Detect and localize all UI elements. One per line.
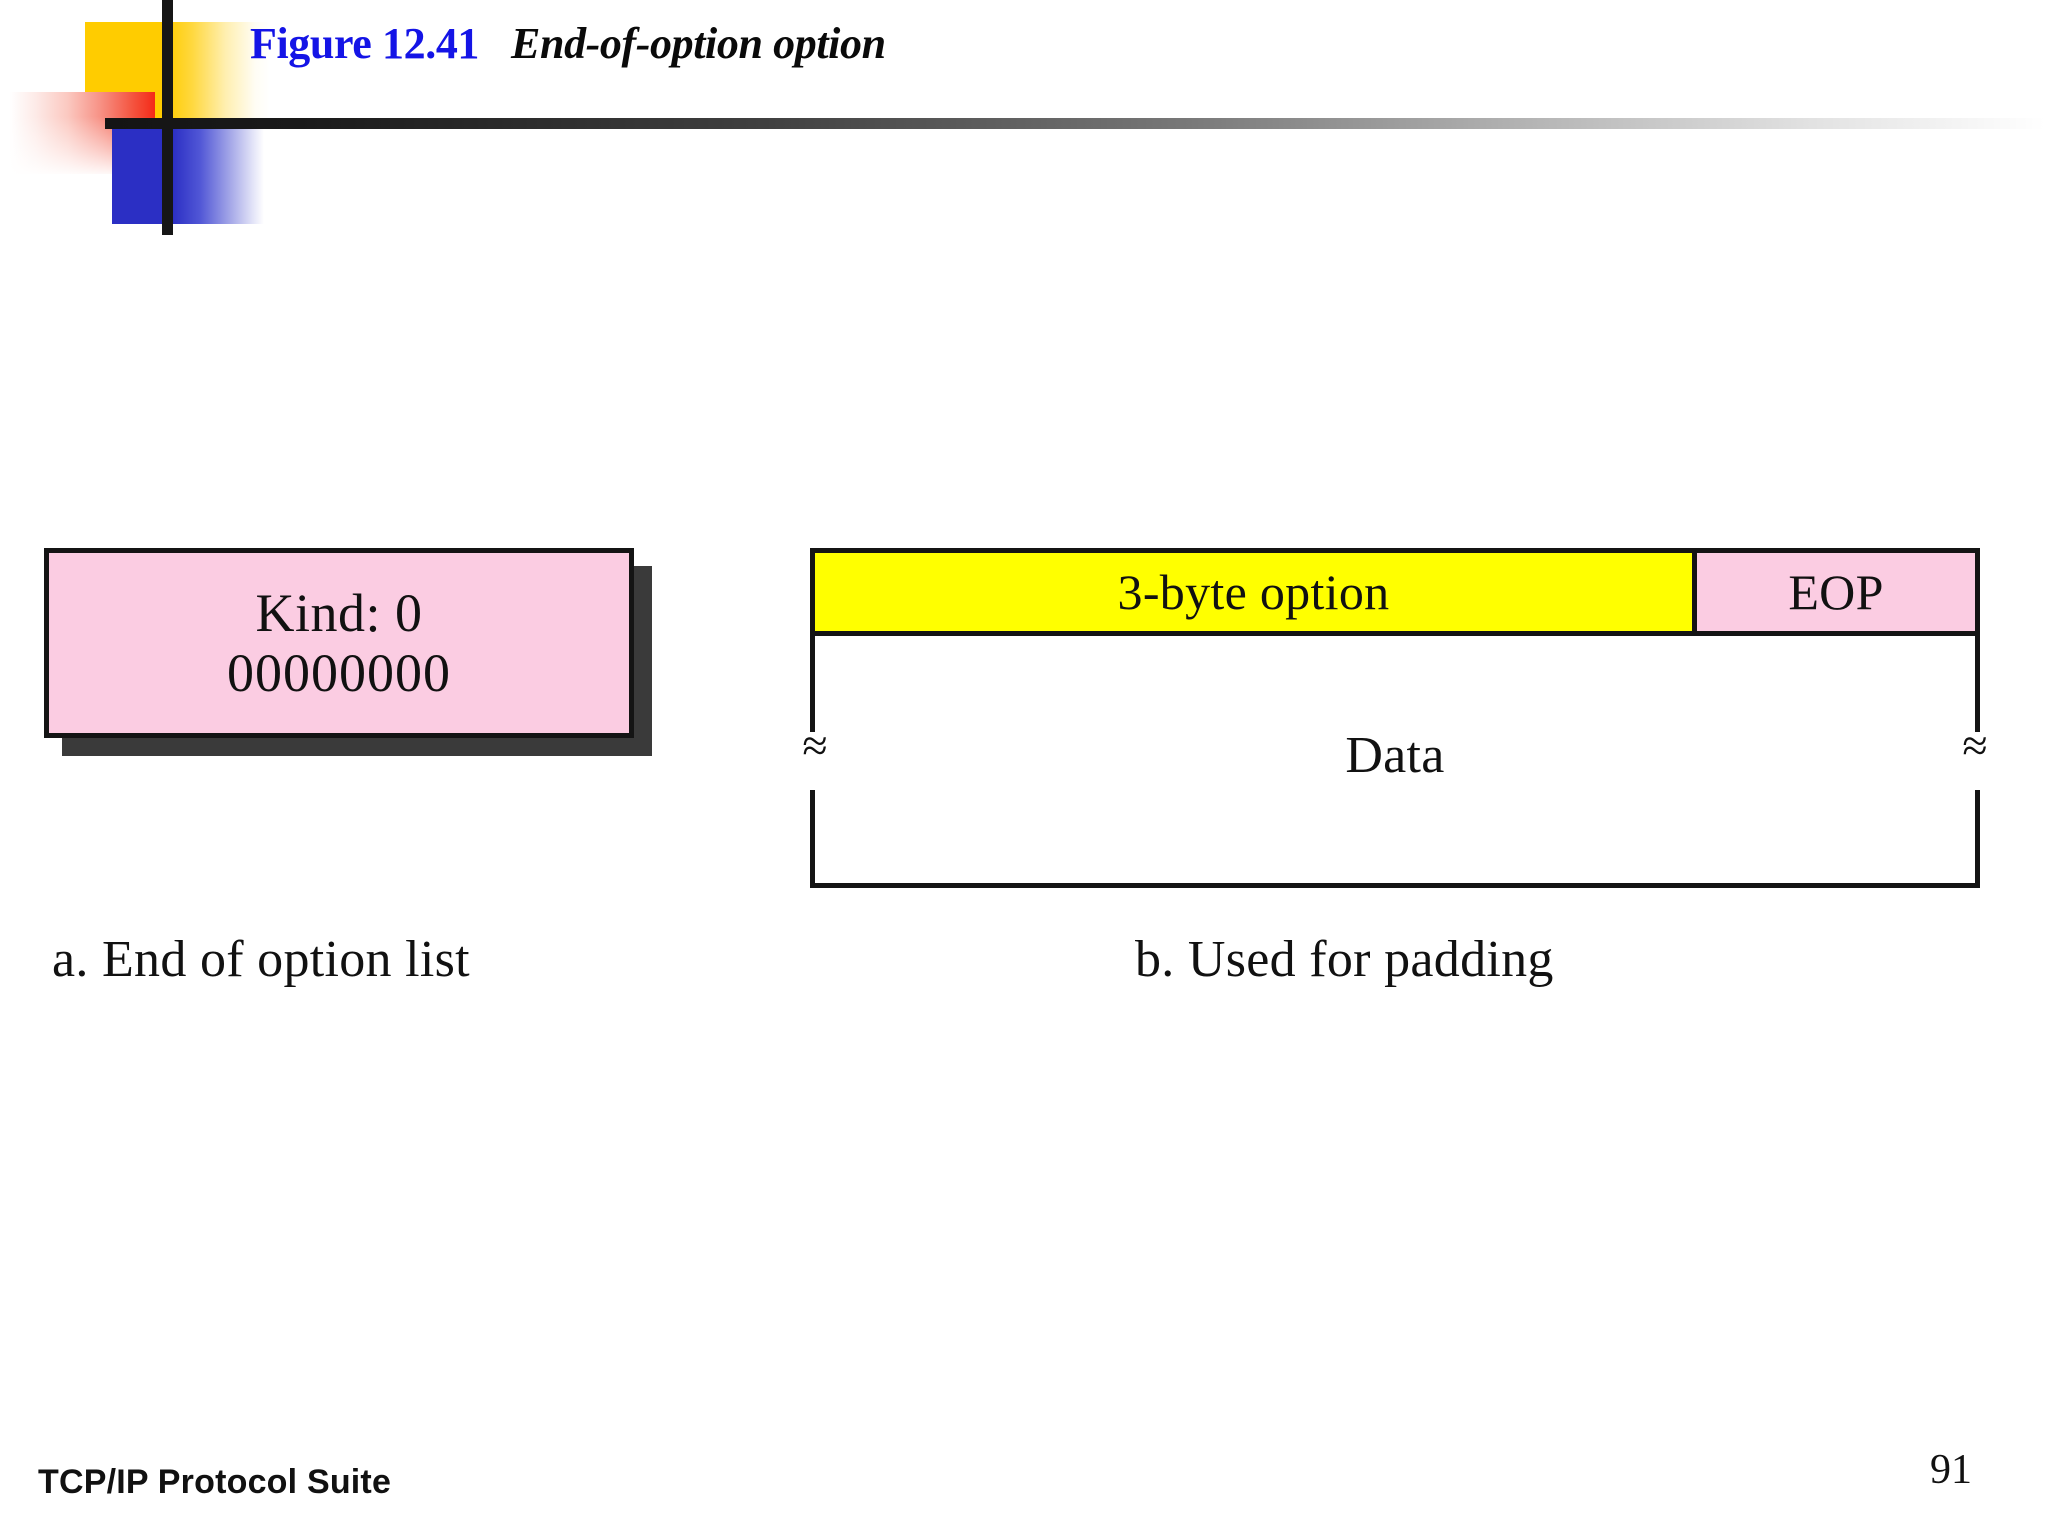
decoration-vertical-rule <box>162 0 173 235</box>
caption-part-b: b. Used for padding <box>1135 931 1554 988</box>
caption-part-a: a. End of option list <box>52 931 470 988</box>
data-label: Data <box>1345 727 1445 784</box>
option-eop-cell: EOP <box>1692 553 1975 631</box>
option-3byte-cell: 3-byte option <box>815 553 1692 631</box>
break-mark-right-icon: ≈ <box>1947 720 2003 790</box>
figure-caption: End-of-option option <box>511 19 886 68</box>
kind-label: Kind: 0 <box>255 582 423 643</box>
figure-number: Figure 12.41 <box>250 19 480 68</box>
option-3byte-label: 3-byte option <box>1117 564 1390 620</box>
kind-option-box: Kind: 0 00000000 <box>44 548 634 738</box>
footer-page-number: 91 <box>1930 1447 1972 1493</box>
diagram-part-a: Kind: 0 00000000 <box>44 548 634 738</box>
decoration-yellow-square <box>85 22 270 127</box>
option-eop-label: EOP <box>1788 564 1884 620</box>
data-region-box: ≈ Data ≈ <box>787 636 2003 888</box>
break-mark-right-glyph-top: ≈ <box>1962 720 1988 771</box>
decoration-red-square <box>10 92 155 174</box>
footer-brand: TCP/IP Protocol Suite <box>38 1463 392 1501</box>
diagram-part-b: 3-byte option EOP ≈ Data ≈ <box>787 548 2003 888</box>
break-mark-left-glyph-top: ≈ <box>802 720 828 771</box>
break-mark-left-icon: ≈ <box>787 720 843 790</box>
option-header-row: 3-byte option EOP <box>810 548 1980 636</box>
decoration-blue-square <box>112 120 264 224</box>
page-title: Figure 12.41 End-of-option option <box>250 22 886 66</box>
kind-bits: 00000000 <box>227 643 451 703</box>
decoration-horizontal-rule <box>105 118 2045 129</box>
decoration-red-square-fade <box>10 92 155 174</box>
